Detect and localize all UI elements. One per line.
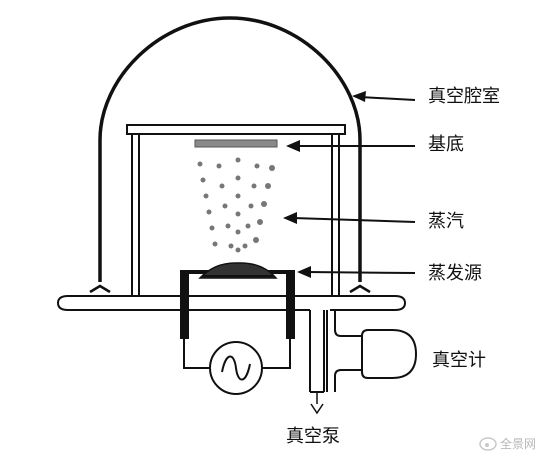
substrate [194,139,278,148]
pointer-arrow-source [297,266,416,278]
label-substrate: 基底 [428,134,464,155]
vapor-streams [197,157,275,253]
chamber-left-foot [89,284,111,294]
vacuum-gauge [326,310,418,392]
power-wire-right [262,339,291,369]
pump-pipe [309,310,325,393]
base-plate [56,295,407,311]
chamber-right-foot [349,284,371,294]
power-wire-left [183,339,210,369]
ac-sine-icon [209,341,263,395]
chamber-dome [98,16,362,282]
down-arrow-icon [310,393,324,415]
pointer-arrow-vapor [283,212,416,224]
label-chamber: 真空腔室 [428,86,500,107]
pointer-arrow-substrate [286,140,415,152]
label-vapor: 蒸汽 [428,211,464,232]
label-pump: 真空泵 [286,426,340,447]
label-source: 蒸发源 [428,263,482,284]
label-gauge: 真空计 [432,350,486,371]
watermark-text: 全景网 [500,437,537,451]
evaporation-source [180,262,295,339]
substrate-holder-bar [126,124,346,135]
pointer-arrow-chamber [352,91,416,102]
weibo-logo-icon [479,437,497,451]
